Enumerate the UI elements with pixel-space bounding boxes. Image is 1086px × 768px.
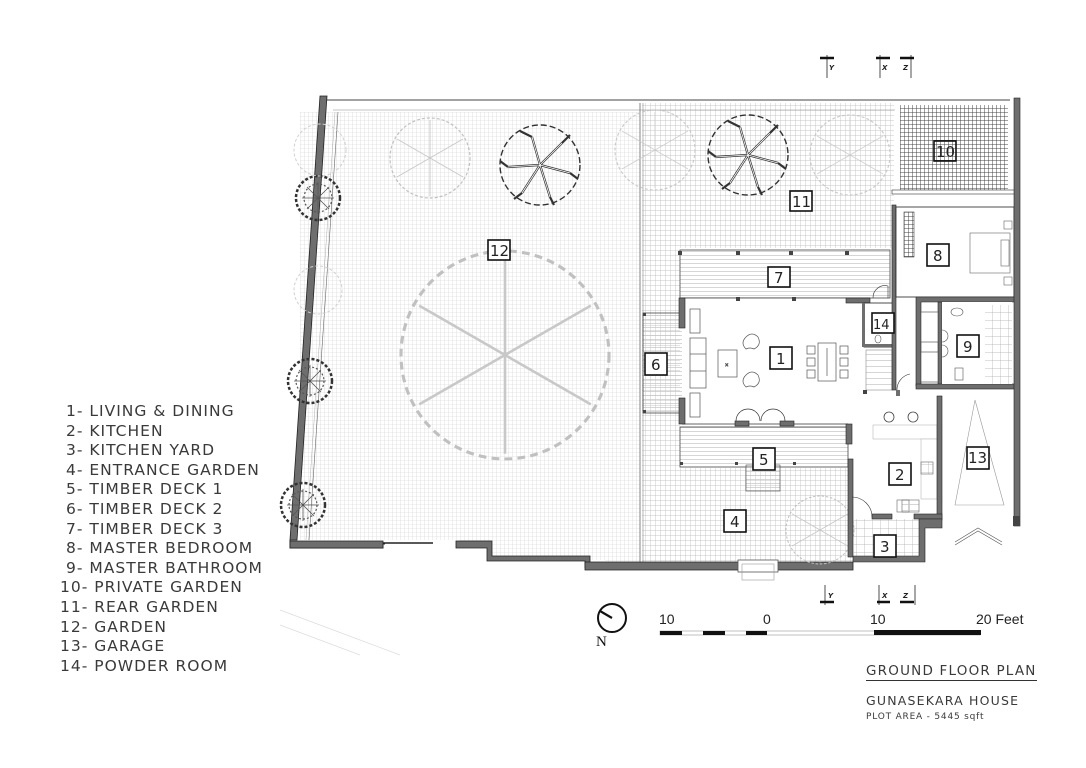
garage-markings [954,399,1005,546]
kitchen-counter [872,424,938,440]
svg-text:X: X [881,64,888,72]
entrance-garden-4-area [680,468,853,568]
project-name: GUNASEKARA HOUSE [866,693,1020,708]
living-dining-room [682,298,852,424]
drawing-title: GROUND FLOOR PLAN [866,663,1037,681]
legend-item: 10- PRIVATE GARDEN [60,578,243,597]
scale-label-0: 0 [763,611,771,627]
scale-label-10-right: 10 [870,611,886,627]
legend-item: 3- KITCHEN YARD [66,441,216,460]
north-label: N [596,634,607,650]
legend-item: 1- LIVING & DINING [66,402,235,420]
room-tag-14: 14 [873,318,890,333]
boundary-wall-east [1013,97,1021,527]
legend-item: 14- POWDER ROOM [60,656,229,675]
room-tag-1: 1 [776,350,786,368]
room-tag-4: 4 [730,513,740,531]
scale-label-10-left: 10 [659,611,675,627]
svg-text:Y: Y [829,64,835,72]
legend-item: 9- MASTER BATHROOM [66,558,263,577]
section-markers-top: Y X Z [820,55,914,78]
legend-item: 2- KITCHEN [66,421,164,440]
room-tag-6: 6 [651,356,661,374]
plot-area: PLOT AREA - 5445 sqft [866,712,985,722]
room-tag-12: 12 [490,242,509,260]
legend-item: 12- GARDEN [60,617,167,636]
living-furniture: × [689,308,849,418]
legend-item: 8- MASTER BEDROOM [66,539,254,558]
legend-item: 4- ENTRANCE GARDEN [66,460,260,479]
room-tag-7: 7 [774,269,784,287]
room-tag-9: 9 [963,338,973,356]
legend-item: 7- TIMBER DECK 3 [66,519,224,538]
svg-text:Z: Z [902,592,909,600]
entrance-gate [737,559,779,573]
legend-item: 6- TIMBER DECK 2 [66,499,224,518]
room-tag-13: 13 [968,449,987,467]
room-tag-11: 11 [792,193,811,211]
rear-garden-11-area [642,103,894,248]
legend-item: 13- GARAGE [60,637,166,656]
room-tag-8: 8 [933,247,943,265]
legend-item: 5- TIMBER DECK 1 [66,480,224,499]
svg-text:X: X [881,592,888,600]
svg-text:Y: Y [828,592,834,600]
room-tag-5: 5 [759,451,769,469]
room-tag-10: 10 [936,143,955,161]
private-garden-10-area [900,105,1008,190]
title-block: GROUND FLOOR PLAN GUNASEKARA HOUSE PLOT … [866,660,1037,722]
north-arrow-icon [597,603,627,633]
svg-text:×: × [725,363,729,369]
svg-text:Z: Z [902,64,909,72]
legend-item: 11- REAR GARDEN [60,597,219,616]
scale-label-20-feet: 20 Feet [976,611,1024,627]
room-tag-2: 2 [895,466,905,484]
room-legend: 1- LIVING & DINING 2- KITCHEN 3- KITCHEN… [60,402,263,676]
master-bedroom [895,206,1015,298]
garden-12-area [300,112,640,568]
room-tag-3: 3 [880,538,890,556]
section-markers-bottom: Y X Z [820,585,916,605]
room-tags: 12 11 10 7 8 6 1 14 9 5 2 13 4 3 [487,140,990,558]
tree-icons [279,109,891,565]
scale-bar [659,630,981,636]
